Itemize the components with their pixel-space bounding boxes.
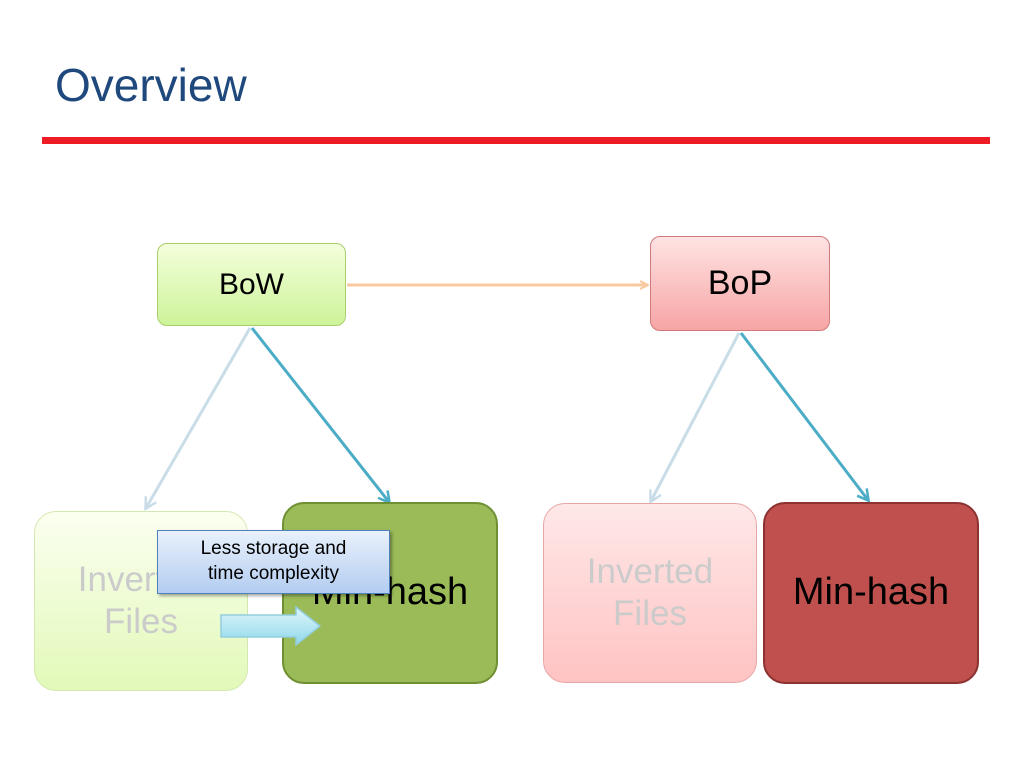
bop-node: BoP: [650, 236, 830, 331]
bop-label: BoP: [707, 264, 773, 303]
arrow-bop-to-min-hash: [739, 332, 868, 500]
title-underline: [42, 137, 990, 144]
min-hash-bop-label: Min-hash: [792, 571, 950, 614]
inverted-files-bop-line-2: Files: [613, 594, 687, 633]
inverted-files-node-bow: Inverted Files: [34, 511, 248, 691]
min-hash-node-bop: Min-hash: [763, 502, 979, 684]
transition-arrow: [220, 605, 322, 647]
slide-title: Overview: [55, 59, 247, 111]
bow-label: BoW: [218, 267, 284, 301]
bow-node: BoW: [157, 243, 346, 326]
inverted-files-bop-line-1: Inverted: [586, 552, 714, 591]
arrow-bow-to-inverted-files: [146, 327, 252, 508]
arrow-bop-to-inverted-files: [651, 332, 741, 501]
inverted-files-bow-line-2: Files: [104, 602, 178, 641]
callout-line-1: Less storage and: [200, 538, 347, 560]
callout-line-2: time complexity: [208, 563, 339, 584]
arrow-bow-to-min-hash: [250, 327, 389, 502]
storage-complexity-callout: Less storage and time complexity: [157, 530, 390, 594]
inverted-files-node-bop: Inverted Files: [543, 503, 757, 683]
